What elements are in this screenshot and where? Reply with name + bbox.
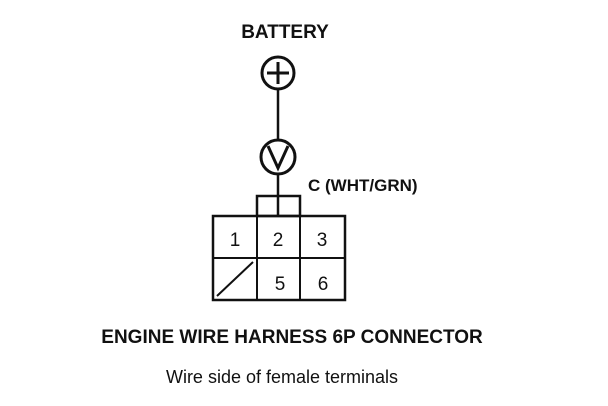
connector-6p	[211, 214, 347, 302]
terminal-4-blocked-slash	[216, 261, 254, 297]
wire-color-label: C (WHT/GRN)	[308, 176, 418, 195]
connector-subtitle: Wire side of female terminals	[166, 367, 398, 387]
terminal-2-label: 2	[273, 230, 284, 251]
battery-plus-icon	[260, 55, 296, 91]
terminal-6-label: 6	[318, 274, 329, 295]
voltmeter-icon	[259, 138, 297, 176]
terminal-3-label: 3	[317, 230, 328, 251]
terminal-5-label: 5	[275, 274, 286, 295]
terminal-1-label: 1	[230, 230, 241, 251]
connector-title: ENGINE WIRE HARNESS 6P CONNECTOR	[101, 327, 483, 348]
battery-label: BATTERY	[241, 22, 329, 43]
